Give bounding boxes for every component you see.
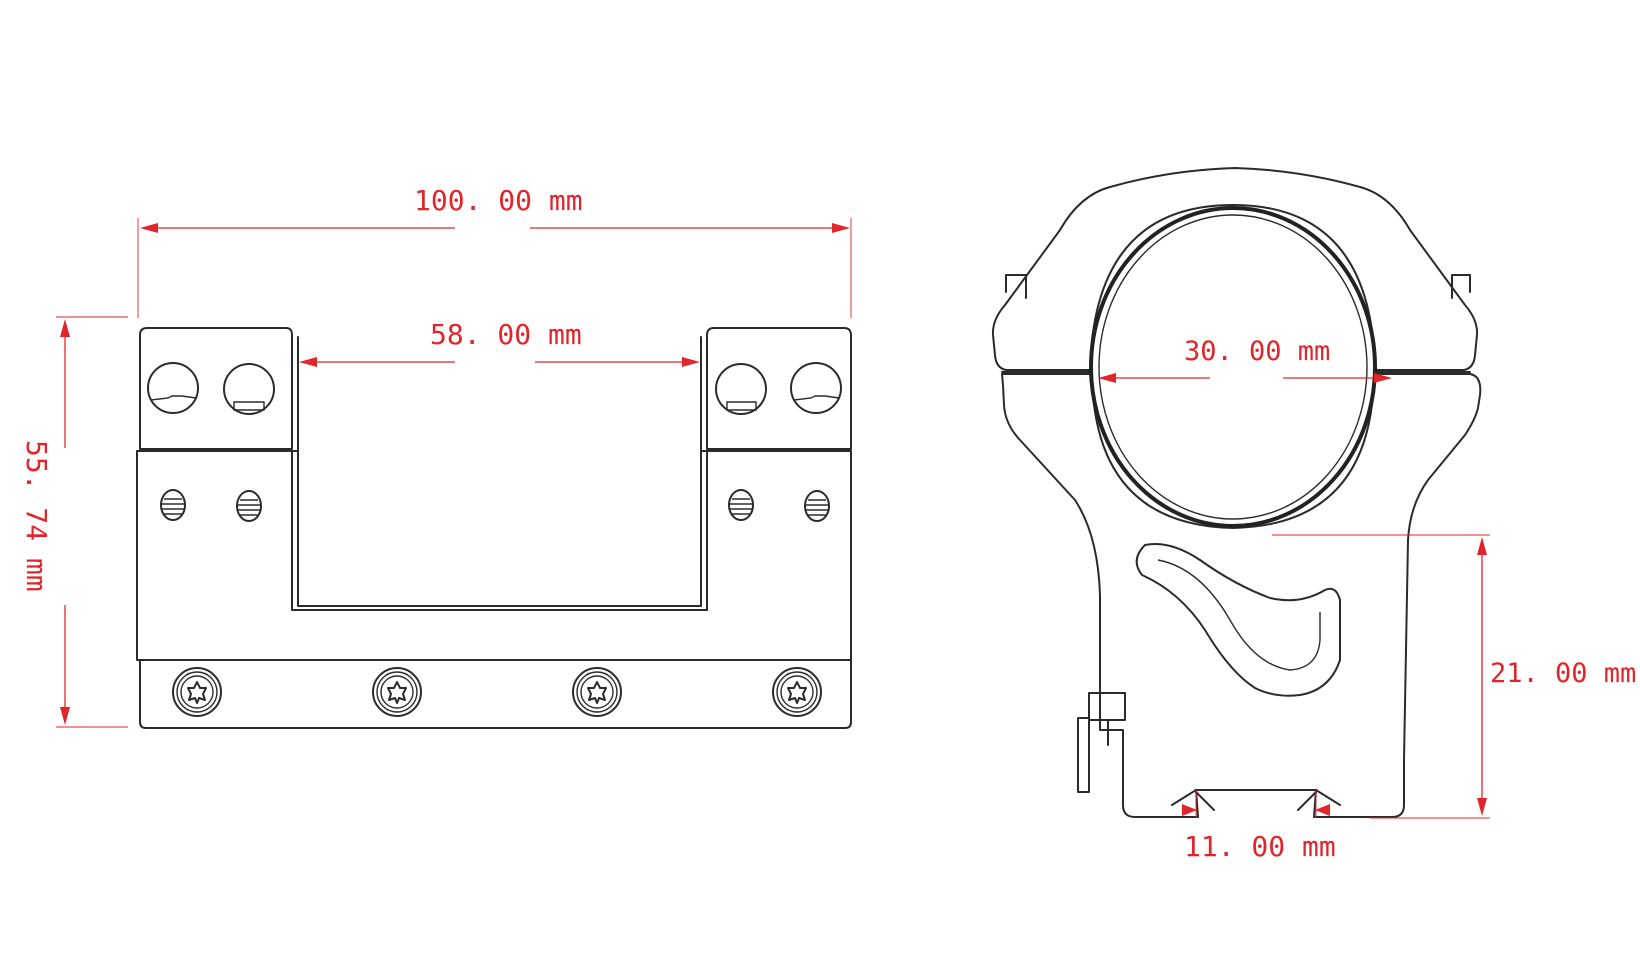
clamp-bolt	[1088, 692, 1126, 721]
cutout	[1135, 543, 1341, 697]
front-view-dimensions: 30. 00 mm 21. 00 mm 11. 00 mm	[1098, 336, 1636, 863]
side-view	[136, 327, 852, 729]
center-height-label: 21. 00 mm	[1490, 658, 1636, 689]
tube-bore	[1089, 206, 1377, 528]
ring-lower-body	[1001, 373, 1482, 818]
left-ring-cap	[139, 327, 293, 450]
tube-diameter-label: 30. 00 mm	[1184, 336, 1330, 367]
front-view	[991, 167, 1482, 818]
overall-height-label: 55. 74 mm	[20, 440, 53, 592]
right-ring-cap	[706, 327, 852, 450]
ring-top-cap	[991, 167, 1479, 371]
torx-screws	[172, 667, 822, 717]
mount-body	[136, 450, 852, 661]
side-view-dimensions: 100. 00 mm 58. 00 mm 55. 74 mm	[20, 184, 852, 728]
rail-slot-width-label: 11. 00 mm	[1184, 830, 1336, 863]
rail-clamp-base	[139, 659, 852, 729]
set-screws	[160, 489, 830, 522]
overall-length-label: 100. 00 mm	[414, 184, 583, 217]
cap-screw-holes	[147, 362, 842, 415]
gap-label: 58. 00 mm	[430, 318, 582, 351]
